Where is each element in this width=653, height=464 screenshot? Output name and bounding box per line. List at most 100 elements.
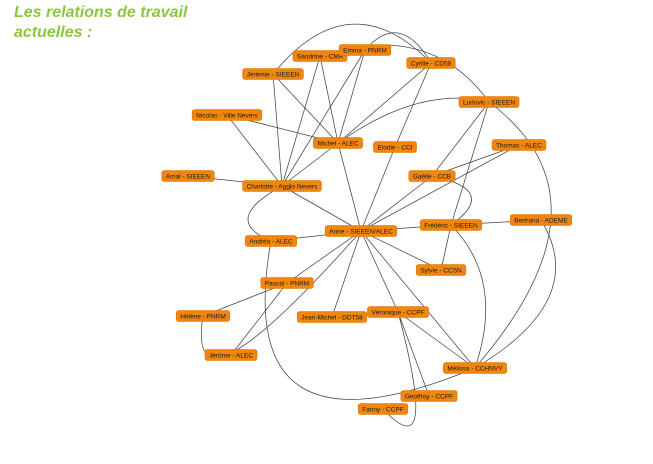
edge-charlotte-andrea bbox=[247, 185, 283, 242]
node-sandrine: Sandrine - CMA bbox=[292, 50, 348, 62]
edges-layer bbox=[187, 23, 556, 427]
node-elodie: Elodie - CCI bbox=[373, 141, 417, 153]
node-box bbox=[491, 139, 547, 151]
node-fanny: Fanny - CCPF bbox=[357, 403, 409, 415]
node-box bbox=[161, 170, 215, 182]
node-label: Thomas - ALEC bbox=[496, 142, 542, 149]
node-andrea: Andréa - ALEC bbox=[245, 235, 297, 247]
node-box bbox=[242, 68, 304, 80]
node-label: Sylvie - CCSN bbox=[420, 267, 462, 274]
edge-michel-emma bbox=[337, 49, 366, 144]
node-box bbox=[338, 44, 392, 56]
node-label: Michel - ALEC bbox=[317, 140, 358, 147]
node-veronique: Véronique - CCPF bbox=[367, 306, 429, 318]
edge-michel-cyrille bbox=[337, 62, 432, 144]
node-jeremie: Jérémie - SIEEEN bbox=[242, 68, 304, 80]
node-bertrand: Bertrand - ADEME bbox=[509, 214, 573, 226]
node-frederic: Frédéric - SIEEEN bbox=[419, 219, 483, 231]
node-label: Ludovic - SIEEEN bbox=[463, 99, 515, 106]
node-anne: Anne - SIEEEN/ALEC bbox=[324, 225, 398, 237]
node-emma: Emma - PNRM bbox=[338, 44, 392, 56]
node-box bbox=[324, 225, 398, 237]
node-box bbox=[357, 403, 409, 415]
node-label: Hélène - PNRM bbox=[180, 313, 226, 320]
node-box bbox=[191, 109, 263, 121]
edge-veronique-fanny bbox=[382, 311, 417, 427]
node-box bbox=[204, 349, 258, 361]
node-label: Sandrine - CMA bbox=[297, 53, 344, 60]
edge-anne-helene bbox=[201, 230, 362, 358]
edge-michel-charlotte bbox=[281, 142, 339, 187]
edge-anne-sylvie bbox=[360, 230, 442, 271]
node-label: Jérémie - SIEEEN bbox=[247, 71, 300, 78]
node-label: Emma - PNRM bbox=[343, 47, 387, 54]
node-label: Geoffroy - CCPF bbox=[405, 393, 453, 400]
edge-anne-elodie bbox=[360, 146, 396, 232]
edge-frederic-ludovic bbox=[450, 101, 490, 226]
node-label: Nicolas - Ville Nevers bbox=[196, 112, 258, 119]
edge-pascal-jerome bbox=[230, 282, 288, 356]
node-gaelle: Gaëlle - CCB bbox=[408, 170, 456, 182]
edge-frederic-sylvie bbox=[440, 224, 452, 271]
node-label: Fanny - CCPF bbox=[362, 406, 404, 413]
node-box bbox=[245, 235, 297, 247]
node-box bbox=[415, 264, 467, 276]
edge-anne-pascal bbox=[286, 230, 362, 284]
node-box bbox=[408, 170, 456, 182]
edge-anne-jeanmichel bbox=[331, 230, 362, 318]
edge-anne-thomas bbox=[360, 144, 520, 232]
node-label: Bertrand - ADEME bbox=[514, 217, 568, 224]
node-jeanmichel: Jean-Michel - DDT58 bbox=[296, 311, 368, 323]
node-label: Jean-Michel - DDT58 bbox=[301, 314, 363, 321]
diagram-title: Les relations de travail actuelles : bbox=[14, 3, 214, 43]
edge-charlotte-sandrine bbox=[281, 55, 321, 187]
edge-emma-cyrille bbox=[364, 32, 432, 64]
node-label: Frédéric - SIEEEN bbox=[424, 222, 478, 229]
node-label: Andréa - ALEC bbox=[249, 238, 293, 245]
node-label: Cyrille - CD58 bbox=[411, 60, 452, 67]
node-nicolas: Nicolas - Ville Nevers bbox=[191, 109, 263, 121]
node-box bbox=[419, 219, 483, 231]
node-label: Amal - SIEEEN bbox=[166, 173, 211, 180]
node-box bbox=[260, 277, 314, 289]
node-label: Pascal - PNRM bbox=[265, 280, 309, 287]
edge-gaelle-frederic bbox=[431, 175, 472, 226]
edge-melissa-bertrand bbox=[474, 219, 556, 369]
edge-frederic-melissa bbox=[450, 224, 487, 369]
node-sylvie: Sylvie - CCSN bbox=[415, 264, 467, 276]
node-helene: Hélène - PNRM bbox=[175, 310, 231, 322]
node-geoffroy: Geoffroy - CCPF bbox=[400, 390, 458, 402]
node-box bbox=[406, 57, 456, 69]
edge-charlotte-nicolas bbox=[226, 114, 283, 187]
node-box bbox=[242, 180, 322, 192]
node-box bbox=[373, 141, 417, 153]
node-label: Anne - SIEEEN/ALEC bbox=[329, 228, 393, 235]
edge-gaelle-ludovic bbox=[431, 101, 490, 177]
title-line-2: actuelles : bbox=[14, 24, 93, 41]
node-label: Gaëlle - CCB bbox=[413, 173, 451, 180]
node-thomas: Thomas - ALEC bbox=[491, 139, 547, 151]
node-jerome: Jérôme - ALEC bbox=[204, 349, 258, 361]
node-charlotte: Charlotte - Agglo Nevers bbox=[242, 180, 322, 192]
edge-elodie-cyrille bbox=[394, 62, 432, 148]
node-label: Jérôme - ALEC bbox=[209, 352, 253, 359]
node-pascal: Pascal - PNRM bbox=[260, 277, 314, 289]
node-box bbox=[175, 310, 231, 322]
edge-charlotte-emma bbox=[281, 49, 366, 187]
node-box bbox=[292, 50, 348, 62]
edge-anne-michel bbox=[337, 142, 362, 232]
edge-anne-charlotte bbox=[281, 185, 362, 232]
node-label: Véronique - CCPF bbox=[371, 309, 424, 316]
edge-jeremie-cyrille bbox=[272, 23, 432, 75]
edge-veronique-geoffroy bbox=[397, 311, 430, 397]
node-box bbox=[367, 306, 429, 318]
edge-michel-sandrine bbox=[319, 55, 339, 144]
node-label: Elodie - CCI bbox=[377, 144, 412, 151]
node-melissa: Mélissa - CCHNVY bbox=[443, 362, 507, 374]
node-box bbox=[458, 96, 520, 108]
node-box bbox=[313, 137, 363, 149]
title-line-1: Les relations de travail bbox=[14, 4, 188, 21]
edge-veronique-melissa bbox=[397, 311, 476, 369]
